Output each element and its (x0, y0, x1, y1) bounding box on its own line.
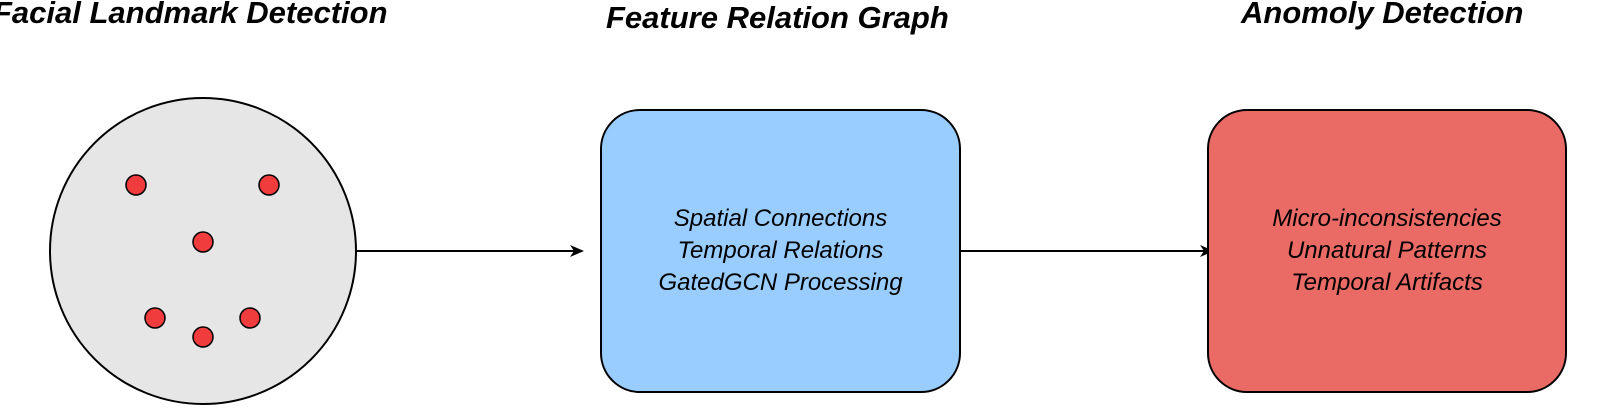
box-line-temporal-relations: Temporal Relations (677, 237, 884, 264)
landmark-nose (192, 231, 214, 253)
box-line-micro-inconsistencies: Micro-inconsistencies (1272, 205, 1502, 232)
feature-relation-graph-box: Spatial Connections Temporal Relations G… (600, 109, 961, 393)
landmark-left-eye (125, 174, 147, 196)
box-line-unnatural-patterns: Unnatural Patterns (1286, 237, 1488, 264)
box-line-temporal-artifacts: Temporal Artifacts (1291, 269, 1483, 296)
anomaly-detection-box: Micro-inconsistencies Unnatural Patterns… (1207, 109, 1567, 393)
landmark-mouth-right (239, 307, 261, 329)
stage-title-landmark-detection: Facial Landmark Detection (0, 0, 388, 30)
box-line-spatial-connections: Spatial Connections (673, 205, 888, 232)
box-line-gatedgcn-processing: GatedGCN Processing (658, 269, 903, 296)
landmark-mouth-left (144, 307, 166, 329)
stage-title-feature-relation-graph: Feature Relation Graph (606, 0, 949, 35)
landmark-points (125, 174, 280, 348)
anomaly-detection-text: Micro-inconsistencies Unnatural Patterns… (1272, 203, 1501, 299)
landmark-right-eye (258, 174, 280, 196)
stage-title-anomaly-detection: Anomoly Detection (1241, 0, 1524, 30)
landmark-chin (192, 326, 214, 348)
feature-relation-graph-text: Spatial Connections Temporal Relations G… (658, 203, 902, 299)
